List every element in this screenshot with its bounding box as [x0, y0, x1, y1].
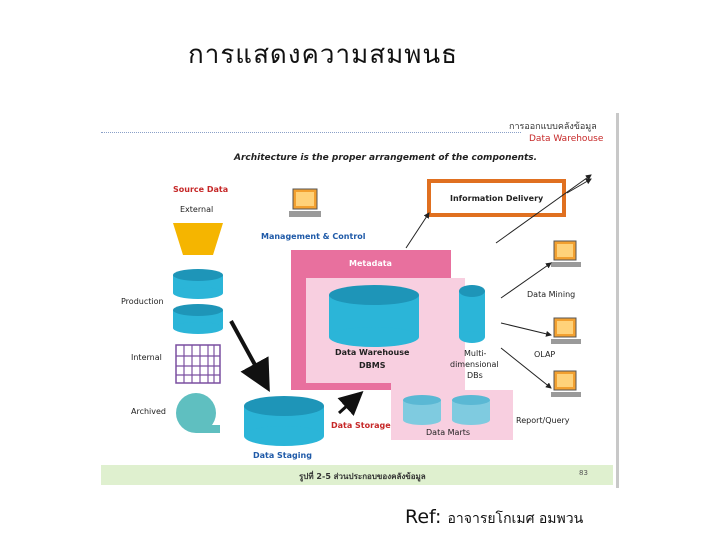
arrow-to-data-mining	[500, 262, 552, 299]
management-computer-icon	[289, 188, 321, 217]
slide-title: การแสดงความสมพนธ	[188, 40, 459, 70]
data-marts-label: Data Marts	[426, 428, 471, 437]
arrow-staging-to-storage	[337, 390, 364, 416]
figure-header-english: Data Warehouse	[529, 134, 604, 144]
data-warehouse-label: Data Warehouse	[335, 348, 410, 357]
multidimensional-db-cylinder	[459, 285, 485, 343]
multidimensional-label-line2: dimensional	[450, 360, 499, 369]
production-cylinder-bottom	[173, 304, 223, 334]
report-query-computer-icon	[551, 370, 581, 397]
external-source-shape	[173, 223, 223, 255]
source-data-label: Source Data	[173, 185, 229, 194]
information-delivery-box	[427, 179, 566, 217]
arrow-delivery-out	[566, 178, 592, 194]
olap-label: OLAP	[534, 350, 556, 359]
data-mart-cylinder-2	[452, 395, 490, 425]
arrow-to-report-query	[500, 347, 552, 389]
data-mart-cylinder-1	[403, 395, 441, 425]
report-query-label: Report/Query	[516, 416, 570, 425]
arrow-source-to-staging	[229, 320, 270, 393]
architecture-caption: Architecture is the proper arrangement o…	[234, 153, 538, 163]
data-storage-label: Data Storage	[331, 421, 391, 430]
arrow-to-user-top	[495, 174, 592, 244]
figure-header-rule	[101, 132, 521, 133]
internal-label: Internal	[131, 353, 162, 362]
data-staging-label: Data Staging	[253, 451, 312, 460]
production-label: Production	[121, 297, 164, 306]
figure-footer-caption: รูปที่ 2-5 ส่วนประกอบของคลังข้อมูล	[299, 472, 426, 481]
dbms-label: DBMS	[359, 361, 386, 370]
figure-page-number: 83	[579, 469, 588, 477]
data-mining-computer-icon	[551, 240, 581, 267]
information-delivery-label: Information Delivery	[450, 194, 544, 203]
metadata-label: Metadata	[349, 259, 392, 268]
multidimensional-label-line3: DBs	[467, 371, 483, 380]
archived-label: Archived	[131, 407, 167, 416]
archived-source-shape	[176, 393, 220, 433]
olap-computer-icon	[551, 317, 581, 344]
data-warehouse-cylinder	[329, 285, 419, 347]
data-mining-label: Data Mining	[527, 290, 576, 299]
management-control-label: Management & Control	[261, 232, 366, 241]
multidimensional-label-line1: Multi-	[464, 349, 487, 358]
figure-footer-bar: รูปที่ 2-5 ส่วนประกอบของคลังข้อมูล 83	[101, 465, 613, 485]
production-cylinder-top	[173, 269, 223, 299]
data-staging-cylinder	[244, 396, 324, 446]
diagram-graphics	[173, 174, 592, 446]
internal-source-grid	[175, 344, 221, 384]
arrow-to-olap	[500, 322, 552, 337]
external-label: External	[180, 205, 214, 214]
arrow-to-information-delivery	[405, 212, 430, 249]
reference-author: อาจารยโกเมศ อมพวน	[447, 511, 584, 527]
reference-prefix: Ref:	[405, 506, 442, 528]
architecture-figure: การออกแบบคลังข้อมูล Data Warehouse Archi…	[101, 113, 619, 488]
reference-line: Ref: อาจารยโกเมศ อมพวน	[405, 506, 583, 530]
figure-header-thai: การออกแบบคลังข้อมูล	[509, 122, 597, 132]
